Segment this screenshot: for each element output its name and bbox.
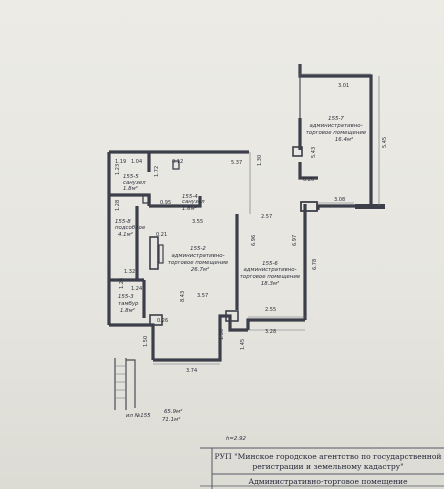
label-text: 1.50 (143, 336, 149, 347)
label-text: 71.1м² (162, 416, 181, 423)
label-text: 0.95 (160, 200, 171, 206)
label-text: 5.37 (231, 160, 242, 166)
label-text: подсобное (115, 225, 146, 231)
label-text: 6.96 (251, 235, 257, 246)
label-text: санузел (123, 180, 146, 186)
label-text: 3.08 (334, 197, 345, 203)
label-text: 155-6 (262, 261, 278, 267)
stair-treads (115, 365, 126, 399)
label-text: 1.24 (119, 278, 125, 289)
label-text: тамбур (118, 301, 139, 307)
org-line-1: РУП "Минское городское агентство по госу… (215, 452, 442, 461)
label-text: 3.01 (338, 83, 349, 89)
ceiling-height: h=2.92 (226, 436, 247, 442)
label-text: 6.78 (312, 259, 318, 270)
label-text: 6.97 (292, 235, 298, 246)
label-text: 1.6м² (182, 205, 198, 212)
room-155-2-label: 155-2 административно- торговое помещени… (168, 246, 229, 273)
wall-155-4-south (149, 196, 202, 208)
label-text: 1.45 (240, 339, 246, 350)
entrance-stairs (114, 358, 136, 410)
stair-rails (114, 358, 127, 410)
label-text: административно- (171, 253, 224, 259)
label-text: 18.3м² (261, 280, 280, 287)
label-text: 1.04 (131, 159, 142, 165)
column-155-7 (292, 146, 303, 157)
label-text: 16.4м² (335, 136, 354, 143)
label-text: 155-7 (328, 116, 344, 122)
label-text: 1.23 (115, 164, 121, 175)
room-155-5-label: 155-5 санузел 1.8м² (123, 174, 146, 192)
room-155-4-label: 155-4 санузел 1.6м² (182, 194, 205, 212)
sill-155-2 (158, 244, 164, 264)
label-text: административно- (243, 267, 296, 273)
label-text: торговое помещение (168, 260, 229, 266)
area-summary: ил №155 65.9м² 71.1м² (126, 408, 183, 423)
column-155-6 (300, 201, 318, 212)
label-text: 1.50 (219, 329, 225, 340)
label-text: 2.55 (265, 307, 276, 313)
label-text: 0.26 (157, 318, 168, 324)
label-text: 1.8м² (120, 307, 136, 314)
label-text: 65.9м² (164, 408, 183, 415)
label-text: 4.1м² (118, 231, 134, 238)
toilet-155-5 (172, 160, 180, 170)
label-text: 3.74 (186, 368, 197, 374)
label-text: 155-8 (115, 219, 131, 225)
label-text: 2.57 (261, 214, 272, 220)
label-text: 1.72 (154, 166, 160, 177)
label-text: 1.19 (115, 159, 126, 165)
column-155-3 (149, 314, 163, 326)
label-text: 155-5 (123, 174, 139, 180)
wall-155-7-south (298, 162, 318, 180)
wall-south-155-2 (153, 314, 248, 362)
label-text: 155-4 (182, 194, 198, 200)
label-text: 155-3 (118, 294, 134, 300)
window-155-2-west (149, 236, 159, 270)
label-text: 155-2 (190, 246, 206, 252)
label-text: 5.43 (311, 147, 317, 158)
label-text: торговое помещение (306, 130, 367, 136)
dimension-labels: 3.01 5.45 5.43 0.20 3.08 5.37 1.19 1.04 … (115, 83, 388, 374)
label-text: 1.8м² (123, 185, 139, 192)
room-155-7-label: 155-7 административно- торговое помещени… (306, 116, 367, 143)
room-155-8-label: 155-8 подсобное 4.1м² (115, 219, 146, 238)
column-155-2 (225, 310, 239, 322)
label-text: административно- (309, 123, 362, 129)
label-text: 1.32 (124, 269, 135, 275)
label-text: 1.24 (131, 286, 142, 292)
label-text: 0.20 (303, 177, 314, 183)
stair-landing (126, 359, 136, 408)
label-text: ил №155 (126, 413, 151, 419)
label-text: 3.55 (192, 219, 203, 225)
label-text: 8.43 (180, 291, 186, 302)
label-text: 0.21 (156, 232, 167, 238)
label-text: торговое помещение (240, 274, 301, 280)
label-text: 3.28 (265, 329, 276, 335)
label-text: 5.45 (382, 137, 388, 148)
room-155-6-label: 155-6 административно- торговое помещени… (240, 261, 301, 287)
label-text: санузел (182, 199, 205, 205)
dimension-lines (153, 73, 380, 365)
title-block: РУП "Минское городское агентство по госу… (200, 447, 444, 489)
wall-stub-east (355, 204, 385, 209)
walls (107, 64, 385, 362)
label-text: 1.28 (115, 200, 121, 211)
wall-south-155-6 (246, 318, 305, 330)
toilet-155-4 (142, 194, 151, 204)
label-text: 26.7м² (191, 266, 210, 273)
label-text: 0.12 (172, 159, 183, 165)
label-text: 1.30 (257, 155, 263, 166)
room-155-3-label: 155-3 тамбур 1.8м² (118, 294, 139, 314)
wall-jog (316, 204, 371, 210)
org-line-2: регистрации и земельному кадастру" (252, 462, 403, 471)
label-text: 3.57 (197, 293, 208, 299)
purpose-line: Административно-торговое помещение (248, 477, 408, 486)
